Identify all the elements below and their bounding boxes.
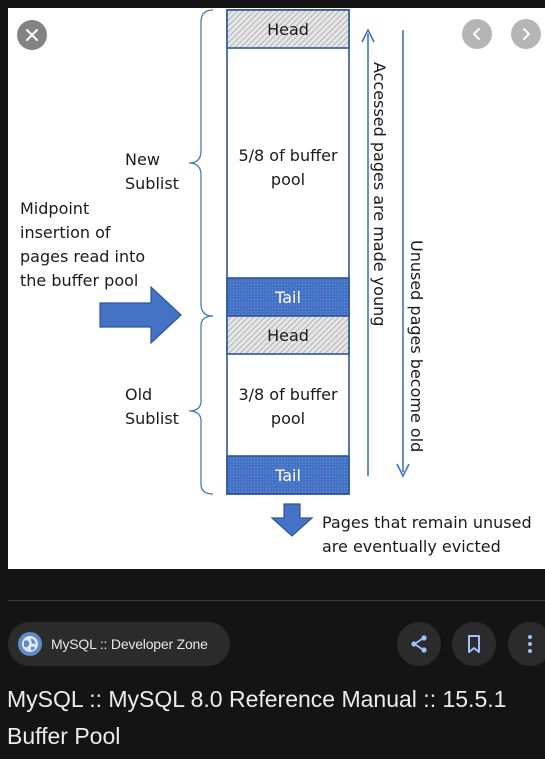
close-icon xyxy=(26,29,38,41)
buffer-pool-diagram: Head 5/8 of buffer pool Tail Head 3/8 of… xyxy=(20,9,532,556)
evicted-label-line1: Pages that remain unused xyxy=(322,513,532,532)
globe-icon xyxy=(18,632,42,656)
previous-image-button[interactable] xyxy=(462,19,492,49)
new-tail-label: Tail xyxy=(274,288,301,307)
old-sublist-label-line2: Sublist xyxy=(125,409,179,428)
new-sublist-label-line1: New xyxy=(125,150,160,169)
new-head-block xyxy=(226,9,350,49)
chevron-left-icon xyxy=(473,28,480,40)
old-pool-label-line2: pool xyxy=(271,409,305,428)
new-head-label: Head xyxy=(267,20,309,39)
save-button[interactable] xyxy=(452,622,496,666)
unused-pages-label: Unused pages become old xyxy=(407,240,426,452)
new-pool-label-line1: 5/8 of buffer xyxy=(238,146,338,165)
chevron-right-icon xyxy=(523,28,530,40)
source-name: MySQL :: Developer Zone xyxy=(51,636,208,652)
midpoint-label-line2: insertion of xyxy=(20,223,111,242)
new-sublist-label-line2: Sublist xyxy=(125,174,179,193)
unused-arrow-head xyxy=(396,463,410,478)
new-sublist-brace xyxy=(188,9,214,317)
accessed-pages-label: Accessed pages are made young xyxy=(370,62,389,326)
evicted-arrow xyxy=(270,503,314,537)
old-tail-block xyxy=(226,455,350,495)
more-vertical-icon xyxy=(528,635,532,653)
preview-image[interactable]: Head 5/8 of buffer pool Tail Head 3/8 of… xyxy=(8,8,545,569)
midpoint-label-line4: the buffer pool xyxy=(20,271,138,290)
evicted-label-line2: are eventually evicted xyxy=(322,537,501,556)
share-button[interactable] xyxy=(397,622,441,666)
old-tail-label: Tail xyxy=(274,466,301,485)
old-sublist-label-line1: Old xyxy=(125,385,152,404)
old-head-block xyxy=(226,315,350,355)
old-head-label: Head xyxy=(267,326,309,345)
more-options-button[interactable] xyxy=(508,622,545,666)
old-pool-label-line1: 3/8 of buffer xyxy=(238,385,338,404)
section-divider xyxy=(8,600,545,601)
bookmark-icon xyxy=(468,635,480,653)
accessed-arrow-head xyxy=(361,28,375,43)
midpoint-label-line3: pages read into xyxy=(20,247,145,266)
old-sublist-brace xyxy=(188,315,214,495)
close-button[interactable] xyxy=(17,20,47,50)
midpoint-label-line1: Midpoint xyxy=(20,199,89,218)
source-link[interactable]: MySQL :: Developer Zone xyxy=(8,622,230,666)
midpoint-arrow xyxy=(99,285,182,345)
result-title[interactable]: MySQL :: MySQL 8.0 Reference Manual :: 1… xyxy=(7,686,507,749)
next-image-button[interactable] xyxy=(511,19,541,49)
pool-column-outline xyxy=(226,9,350,495)
share-icon xyxy=(411,635,427,653)
new-pool-label-line2: pool xyxy=(271,170,305,189)
